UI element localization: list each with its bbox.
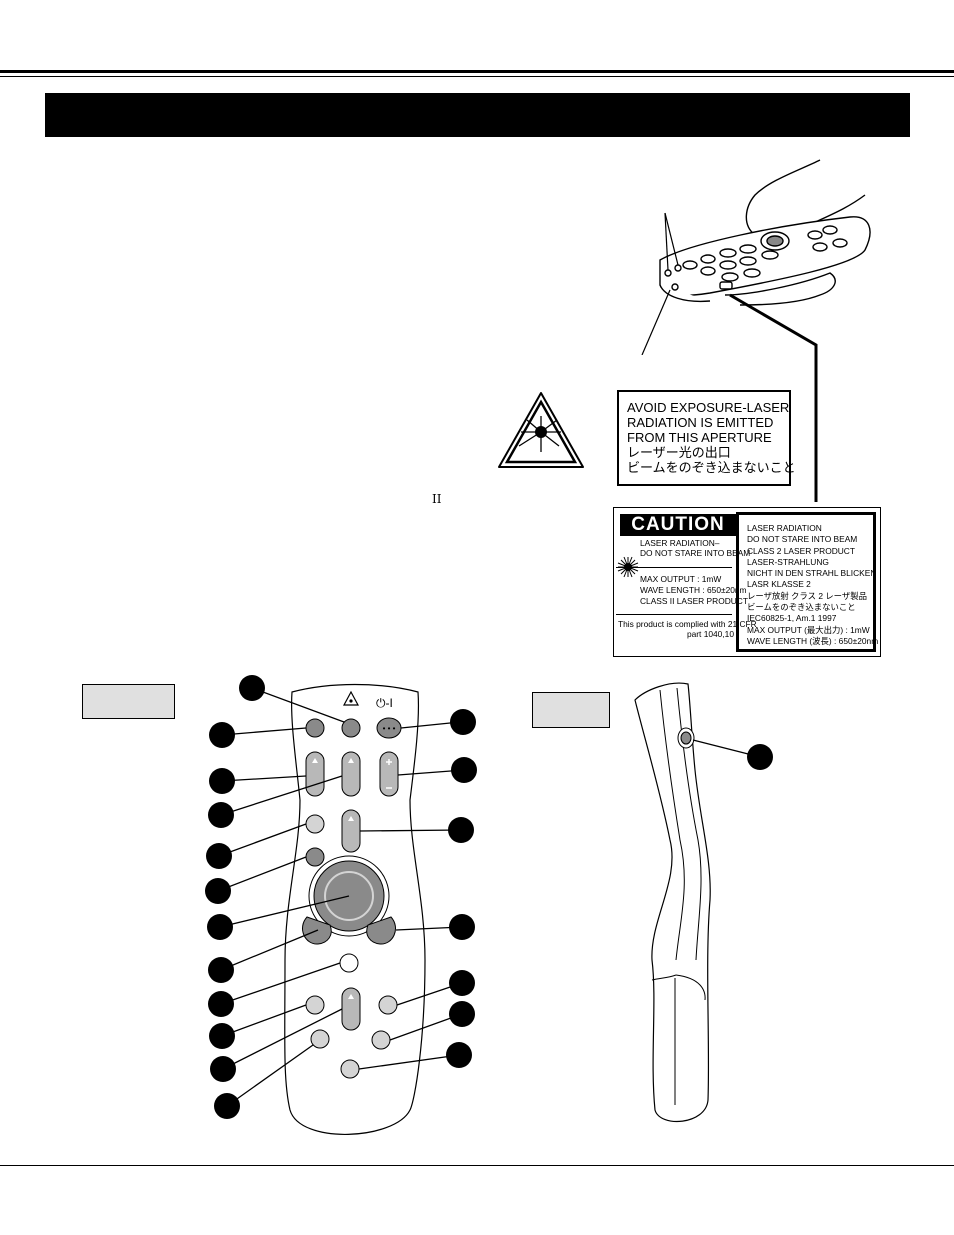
side-view-label-box xyxy=(532,692,610,728)
front-view-label-box xyxy=(82,684,175,719)
caution-line: IEC60825-1, Am.1 1997 xyxy=(747,613,837,624)
caution-line: DO NOT STARE INTO BEAM xyxy=(640,548,751,558)
caution-compliance-text: This product is complied with 21 CFR par… xyxy=(618,619,757,639)
section-header-bar xyxy=(45,93,910,137)
label-connector-line xyxy=(729,293,818,502)
caution-spec-text: MAX OUTPUT : 1mW WAVE LENGTH : 650±20nm … xyxy=(640,574,748,607)
dots-label: • • • xyxy=(383,724,396,733)
warning-line: FROM THIS APERTURE xyxy=(627,430,772,445)
warning-line: RADIATION IS EMITTED xyxy=(627,415,774,430)
caution-line: NICHT IN DEN STRAHL BLICKEN xyxy=(747,568,877,579)
remote-control-side-view xyxy=(634,682,773,1123)
caution-line: CLASS 2 LASER PRODUCT xyxy=(747,545,855,556)
caution-line: part 1040,10 xyxy=(686,629,734,639)
laser-starburst-icon xyxy=(617,556,639,578)
callout-markers xyxy=(205,675,477,1119)
caution-line: MAX OUTPUT (最大出力) : 1mW xyxy=(747,624,870,635)
caution-label: CAUTION LASER RADIATION– DO NOT STARE IN… xyxy=(613,507,881,657)
caution-line: WAVE LENGTH (波長) : 650±20nm xyxy=(747,635,879,646)
warning-line: ビームをのぞき込まないこと xyxy=(627,460,796,475)
caution-divider xyxy=(616,567,732,568)
laser-warning-triangle-icon xyxy=(498,392,584,468)
warning-line: レーザー光の出口 xyxy=(627,445,731,460)
caution-line: LASER RADIATION xyxy=(747,523,822,533)
caution-divider xyxy=(616,614,732,615)
roman-numeral: II xyxy=(432,492,442,506)
caution-line: WAVE LENGTH : 650±20nm xyxy=(640,585,747,595)
caution-title: CAUTION xyxy=(620,514,736,536)
caution-line: DO NOT STARE INTO BEAM xyxy=(747,534,858,545)
caution-line: LASER RADIATION– xyxy=(640,538,720,548)
caution-line: This product is complied with 21 CFR xyxy=(618,619,757,629)
caution-line: レーザ放射 クラス 2 レーザ製品 xyxy=(747,590,868,601)
caution-multilingual-box: LASER RADIATION DO NOT STARE INTO BEAM C… xyxy=(736,512,879,652)
bottom-rule xyxy=(0,1165,954,1166)
caution-line: LASR KLASSE 2 xyxy=(747,579,811,590)
top-rule-thin xyxy=(0,76,954,77)
laser-aperture-warning-label: AVOID EXPOSURE-LASER RADIATION IS EMITTE… xyxy=(617,390,796,486)
caution-line: MAX OUTPUT : 1mW xyxy=(640,574,722,584)
top-rule xyxy=(0,70,954,73)
laser-icon-top xyxy=(342,690,360,706)
warning-line: AVOID EXPOSURE-LASER xyxy=(627,400,790,415)
caution-line: CLASS II LASER PRODUCT xyxy=(640,596,748,606)
caution-line: ビームをのぞき込まないこと xyxy=(747,602,856,613)
caution-line: LASER-STRAHLUNG xyxy=(747,556,829,567)
power-icon: ⏻-I xyxy=(376,696,393,710)
caution-warning-text: LASER RADIATION– DO NOT STARE INTO BEAM xyxy=(640,538,750,558)
hand-holding-remote-illustration xyxy=(641,159,871,355)
